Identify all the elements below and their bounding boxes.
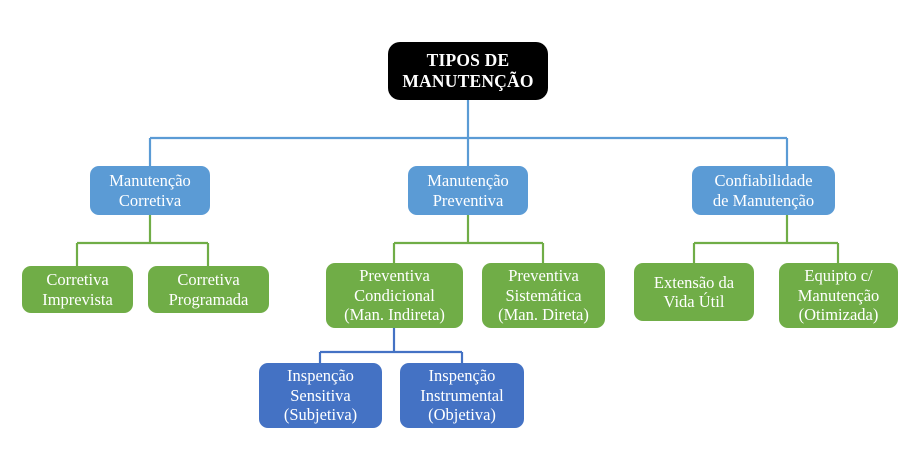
node-manutencao-preventiva[interactable]: Manutenção Preventiva <box>408 166 528 215</box>
node-preventiva-condicional[interactable]: Preventiva Condicional (Man. Indireta) <box>326 263 463 328</box>
confiabilidade-branch-connectors <box>692 215 840 263</box>
node-equipto-com-manutencao[interactable]: Equipto c/ Manutenção (Otimizada) <box>779 263 898 328</box>
preventiva-branch-connectors <box>392 215 545 263</box>
node-inspecao-sensitiva[interactable]: Inspenção Sensitiva (Subjetiva) <box>259 363 382 428</box>
corretiva-branch-connectors <box>75 215 210 266</box>
node-extensao-da-vida-util[interactable]: Extensão da Vida Útil <box>634 263 754 321</box>
node-corretiva-programada[interactable]: Corretiva Programada <box>148 266 269 313</box>
node-manutencao-corretiva[interactable]: Manutenção Corretiva <box>90 166 210 215</box>
node-corretiva-imprevista[interactable]: Corretiva Imprevista <box>22 266 133 313</box>
node-tipos-de-manutencao[interactable]: TIPOS DE MANUTENÇÃO <box>388 42 548 100</box>
node-confiabilidade-de-manutencao[interactable]: Confiabilidade de Manutenção <box>692 166 835 215</box>
node-preventiva-sistematica[interactable]: Preventiva Sistemática (Man. Direta) <box>482 263 605 328</box>
node-inspecao-instrumental[interactable]: Inspenção Instrumental (Objetiva) <box>400 363 524 428</box>
condicional-branch-connectors <box>318 328 464 363</box>
root-to-level2-connectors <box>148 100 789 166</box>
